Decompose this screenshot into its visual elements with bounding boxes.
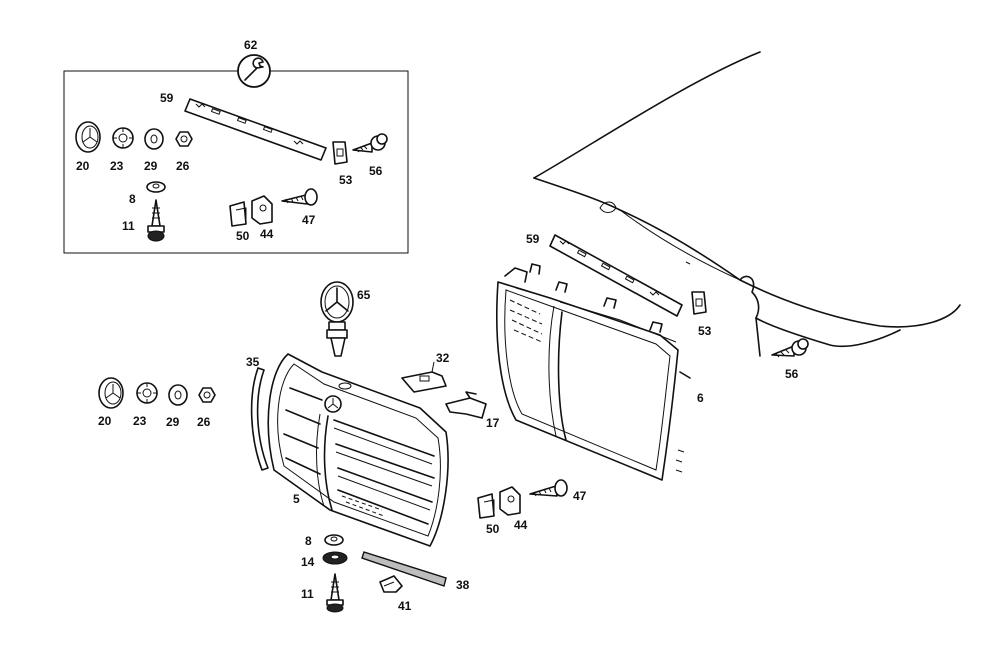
inset-washer-part [144, 128, 164, 150]
label-main-self-tap-screw: 47 [573, 489, 587, 503]
label-inset-screw: 56 [369, 164, 383, 178]
wrench-icon [237, 54, 271, 88]
label-main-nut: 26 [197, 415, 211, 429]
label-inset-tool: 62 [244, 38, 258, 52]
main-grille-frame-part [496, 263, 691, 481]
label-main-plug: 41 [398, 599, 412, 613]
main-star-part [136, 382, 158, 404]
label-inset-washer-small: 8 [129, 192, 136, 206]
inset-self-tap-screw-part [281, 188, 318, 206]
label-inset-strip: 59 [160, 91, 174, 105]
label-inset-bracket-a: 50 [236, 229, 250, 243]
label-inset-screw-vertical: 11 [122, 219, 135, 233]
label-main-clip: 53 [698, 324, 712, 338]
label-main-bracket-a: 50 [486, 522, 500, 536]
main-bracket-a-part [477, 493, 495, 519]
inset-emblem-part [75, 121, 101, 153]
label-main-grille: 5 [293, 492, 300, 506]
label-inset-washer: 29 [144, 159, 158, 173]
label-inset-self-tap-screw: 47 [302, 213, 316, 227]
label-main-hood-ornament: 65 [357, 288, 371, 302]
hood-outline [533, 51, 961, 357]
inset-star-part [112, 127, 134, 149]
inset-panel: 62 [63, 38, 409, 254]
inset-screw-vertical-part [147, 199, 165, 242]
main-hood-ornament-part [320, 281, 354, 357]
main-grille-part [267, 353, 449, 547]
main-self-tap-screw-part [529, 479, 568, 497]
inset-washer-small-part [146, 181, 166, 193]
inset-bracket-a-part [229, 201, 247, 227]
label-main-screw-vertical: 11 [301, 587, 314, 601]
inset-nut-part [175, 131, 193, 147]
inset-strip-part [184, 98, 327, 161]
label-main-washer: 29 [166, 415, 180, 429]
main-screw-vertical-part [326, 573, 344, 613]
main-lower-strip-part [361, 551, 447, 587]
main-washer-small-part [324, 534, 344, 546]
label-main-washer-large: 14 [301, 555, 315, 569]
label-inset-clip: 53 [339, 173, 353, 187]
label-inset-bracket-b: 44 [260, 227, 274, 241]
main-plate-part [401, 361, 447, 393]
label-main-screw: 56 [785, 367, 799, 381]
label-main-bracket-b: 44 [514, 518, 528, 532]
label-inset-emblem: 20 [76, 159, 90, 173]
label-main-grille-frame: 6 [697, 391, 704, 405]
main-screw-part [771, 338, 809, 358]
main-bracket-b-part [499, 486, 521, 516]
inset-clip-part [332, 141, 348, 165]
label-main-latch: 17 [486, 416, 500, 430]
main-nut-part [198, 387, 216, 403]
main-trim-strip-part [250, 367, 269, 471]
label-main-strip: 59 [526, 232, 540, 246]
label-main-trim-strip: 35 [246, 355, 260, 369]
main-clip-part [691, 291, 707, 315]
label-main-washer-small: 8 [305, 534, 312, 548]
main-strip-part [549, 234, 683, 317]
main-washer-large-part [322, 551, 348, 565]
main-emblem-part [98, 377, 124, 409]
label-inset-nut: 26 [176, 159, 190, 173]
main-latch-part [445, 391, 487, 419]
label-inset-star: 23 [110, 159, 124, 173]
main-plug-part [379, 575, 403, 593]
label-main-lower-strip: 38 [456, 578, 470, 592]
label-main-plate: 32 [436, 351, 450, 365]
inset-screw-part [352, 133, 388, 153]
label-main-emblem: 20 [98, 414, 112, 428]
inset-bracket-b-part [251, 195, 273, 225]
label-main-star: 23 [133, 414, 147, 428]
main-washer-part [168, 384, 188, 406]
